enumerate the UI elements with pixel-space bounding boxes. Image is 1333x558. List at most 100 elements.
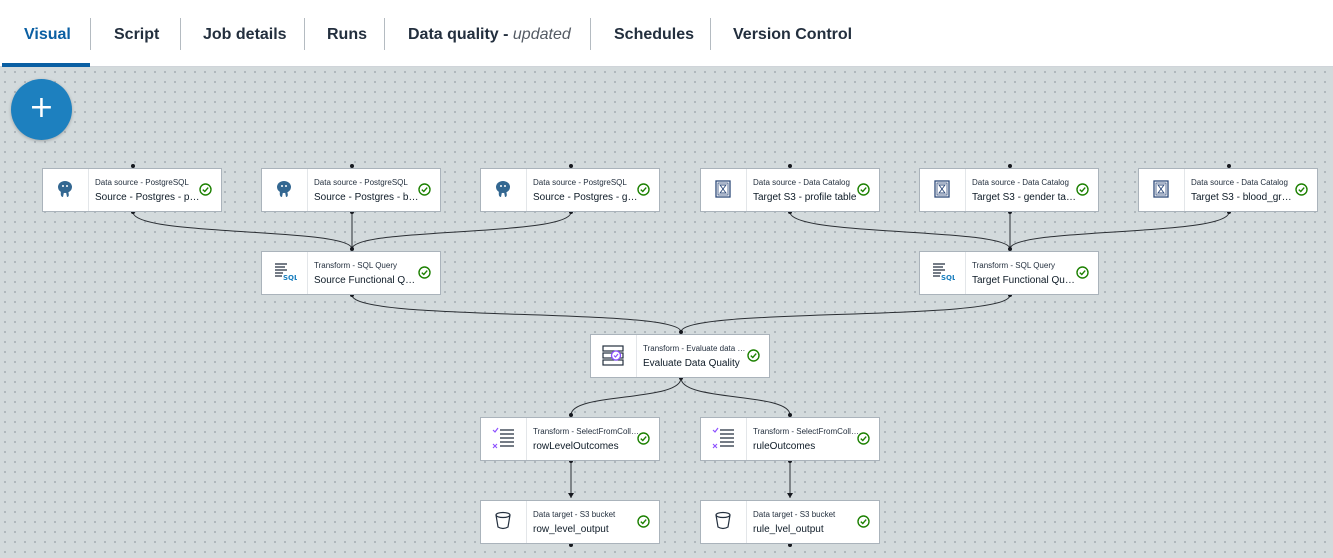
tab-visual[interactable]: Visual xyxy=(24,0,71,67)
tab-data-quality-label: Data quality - xyxy=(408,26,513,43)
node-type-label: Transform - SQL Query xyxy=(314,261,397,270)
tab-script[interactable]: Script xyxy=(114,0,159,67)
postgresql-icon xyxy=(262,169,308,211)
tab-version-control-label: Version Control xyxy=(733,26,853,43)
success-check-icon xyxy=(1295,183,1308,201)
node-rule-level-output[interactable]: Data target - S3 bucket rule_lvel_output xyxy=(700,500,880,544)
sql-query-icon: SQL xyxy=(262,252,308,294)
node-name-label: Source Functional Query xyxy=(314,275,420,286)
success-check-icon xyxy=(1076,266,1089,284)
s3-bucket-icon xyxy=(701,501,747,543)
node-name-label: rule_lvel_output xyxy=(753,524,824,535)
node-type-label: Transform - SelectFromCollection xyxy=(753,427,859,436)
node-output-port[interactable] xyxy=(788,543,792,547)
tab-divider xyxy=(710,18,711,50)
tab-job-details[interactable]: Job details xyxy=(203,0,287,67)
tab-divider xyxy=(90,18,91,50)
node-input-port[interactable] xyxy=(1008,247,1012,251)
success-check-icon xyxy=(1076,183,1089,201)
data-catalog-icon xyxy=(920,169,966,211)
svg-text:SQL: SQL xyxy=(941,274,955,282)
node-name-label: Target S3 - gender table xyxy=(972,192,1078,203)
node-name-label: rowLevelOutcomes xyxy=(533,441,619,452)
node-name-label: Source - Postgres - profile table xyxy=(95,192,201,203)
success-check-icon xyxy=(637,515,650,533)
node-source-functional-query[interactable]: SQL Transform - SQL Query Source Functio… xyxy=(261,251,441,295)
node-source-profile[interactable]: Data source - PostgreSQL Source - Postgr… xyxy=(42,168,222,212)
edge xyxy=(351,211,572,250)
success-check-icon xyxy=(857,183,870,201)
node-type-label: Data source - PostgreSQL xyxy=(314,178,408,187)
tab-runs[interactable]: Runs xyxy=(327,0,367,67)
success-check-icon xyxy=(747,349,760,367)
tab-schedules-label: Schedules xyxy=(614,26,695,43)
arrowhead xyxy=(568,493,574,498)
node-type-label: Transform - Evaluate data quality xyxy=(643,344,749,353)
tab-runs-label: Runs xyxy=(327,26,367,43)
tab-divider xyxy=(384,18,385,50)
node-name-label: Evaluate Data Quality xyxy=(643,358,740,369)
tab-bar: Visual Script Job details Runs Data qual… xyxy=(0,0,1333,67)
node-target-blood-group[interactable]: Data source - Data Catalog Target S3 - b… xyxy=(1138,168,1318,212)
node-type-label: Data source - Data Catalog xyxy=(1191,178,1288,187)
postgresql-icon xyxy=(481,169,527,211)
node-input-port[interactable] xyxy=(569,164,573,168)
node-input-port[interactable] xyxy=(788,164,792,168)
node-name-label: Target S3 - blood_group table xyxy=(1191,192,1297,203)
node-row-level-outcomes[interactable]: Transform - SelectFromCollection rowLeve… xyxy=(480,417,660,461)
node-type-label: Data target - S3 bucket xyxy=(753,510,836,519)
node-input-port[interactable] xyxy=(1227,164,1231,168)
node-input-port[interactable] xyxy=(569,413,573,417)
success-check-icon xyxy=(199,183,212,201)
visual-editor-canvas[interactable]: + Data source - PostgreSQL Source - Post… xyxy=(0,67,1333,558)
node-input-port[interactable] xyxy=(131,164,135,168)
edge xyxy=(789,211,1011,250)
evaluate-data-quality-icon xyxy=(591,335,637,377)
node-name-label: Target Functional Query xyxy=(972,275,1078,286)
node-name-label: Target S3 - profile table xyxy=(753,192,857,203)
select-from-collection-icon xyxy=(701,418,747,460)
node-output-port[interactable] xyxy=(569,543,573,547)
tab-divider xyxy=(590,18,591,50)
tab-data-quality[interactable]: Data quality - updated xyxy=(408,0,571,67)
tab-schedules[interactable]: Schedules xyxy=(614,0,694,67)
tab-data-quality-status: updated xyxy=(512,26,571,43)
sql-query-icon: SQL xyxy=(920,252,966,294)
tab-version-control[interactable]: Version Control xyxy=(733,0,852,67)
tab-visual-label: Visual xyxy=(24,26,71,43)
node-type-label: Data target - S3 bucket xyxy=(533,510,616,519)
node-evaluate-data-quality[interactable]: Transform - Evaluate data quality Evalua… xyxy=(590,334,770,378)
node-input-port[interactable] xyxy=(1008,164,1012,168)
node-source-gender[interactable]: Data source - PostgreSQL Source - Postgr… xyxy=(480,168,660,212)
tab-job-details-label: Job details xyxy=(203,26,287,43)
node-input-port[interactable] xyxy=(350,247,354,251)
s3-bucket-icon xyxy=(481,501,527,543)
active-tab-indicator xyxy=(2,63,90,67)
arrowhead xyxy=(787,493,793,498)
success-check-icon xyxy=(418,183,431,201)
edge xyxy=(680,377,791,416)
node-source-blood-group[interactable]: Data source - PostgreSQL Source - Postgr… xyxy=(261,168,441,212)
node-input-port[interactable] xyxy=(679,330,683,334)
success-check-icon xyxy=(637,432,650,450)
edge xyxy=(132,211,353,250)
node-target-gender[interactable]: Data source - Data Catalog Target S3 - g… xyxy=(919,168,1099,212)
edge xyxy=(680,294,1011,333)
node-name-label: Source - Postgres - gender table xyxy=(533,192,639,203)
success-check-icon xyxy=(637,183,650,201)
node-type-label: Data source - PostgreSQL xyxy=(533,178,627,187)
add-node-button[interactable]: + xyxy=(11,79,72,140)
node-target-profile[interactable]: Data source - Data Catalog Target S3 - p… xyxy=(700,168,880,212)
tab-script-label: Script xyxy=(114,26,160,43)
node-input-port[interactable] xyxy=(788,413,792,417)
node-name-label: ruleOutcomes xyxy=(753,441,816,452)
node-input-port[interactable] xyxy=(350,164,354,168)
select-from-collection-icon xyxy=(481,418,527,460)
success-check-icon xyxy=(418,266,431,284)
node-row-level-output[interactable]: Data target - S3 bucket row_level_output xyxy=(480,500,660,544)
node-target-functional-query[interactable]: SQL Transform - SQL Query Target Functio… xyxy=(919,251,1099,295)
tab-divider xyxy=(304,18,305,50)
tab-divider xyxy=(180,18,181,50)
node-rule-outcomes[interactable]: Transform - SelectFromCollection ruleOut… xyxy=(700,417,880,461)
node-type-label: Data source - Data Catalog xyxy=(753,178,850,187)
